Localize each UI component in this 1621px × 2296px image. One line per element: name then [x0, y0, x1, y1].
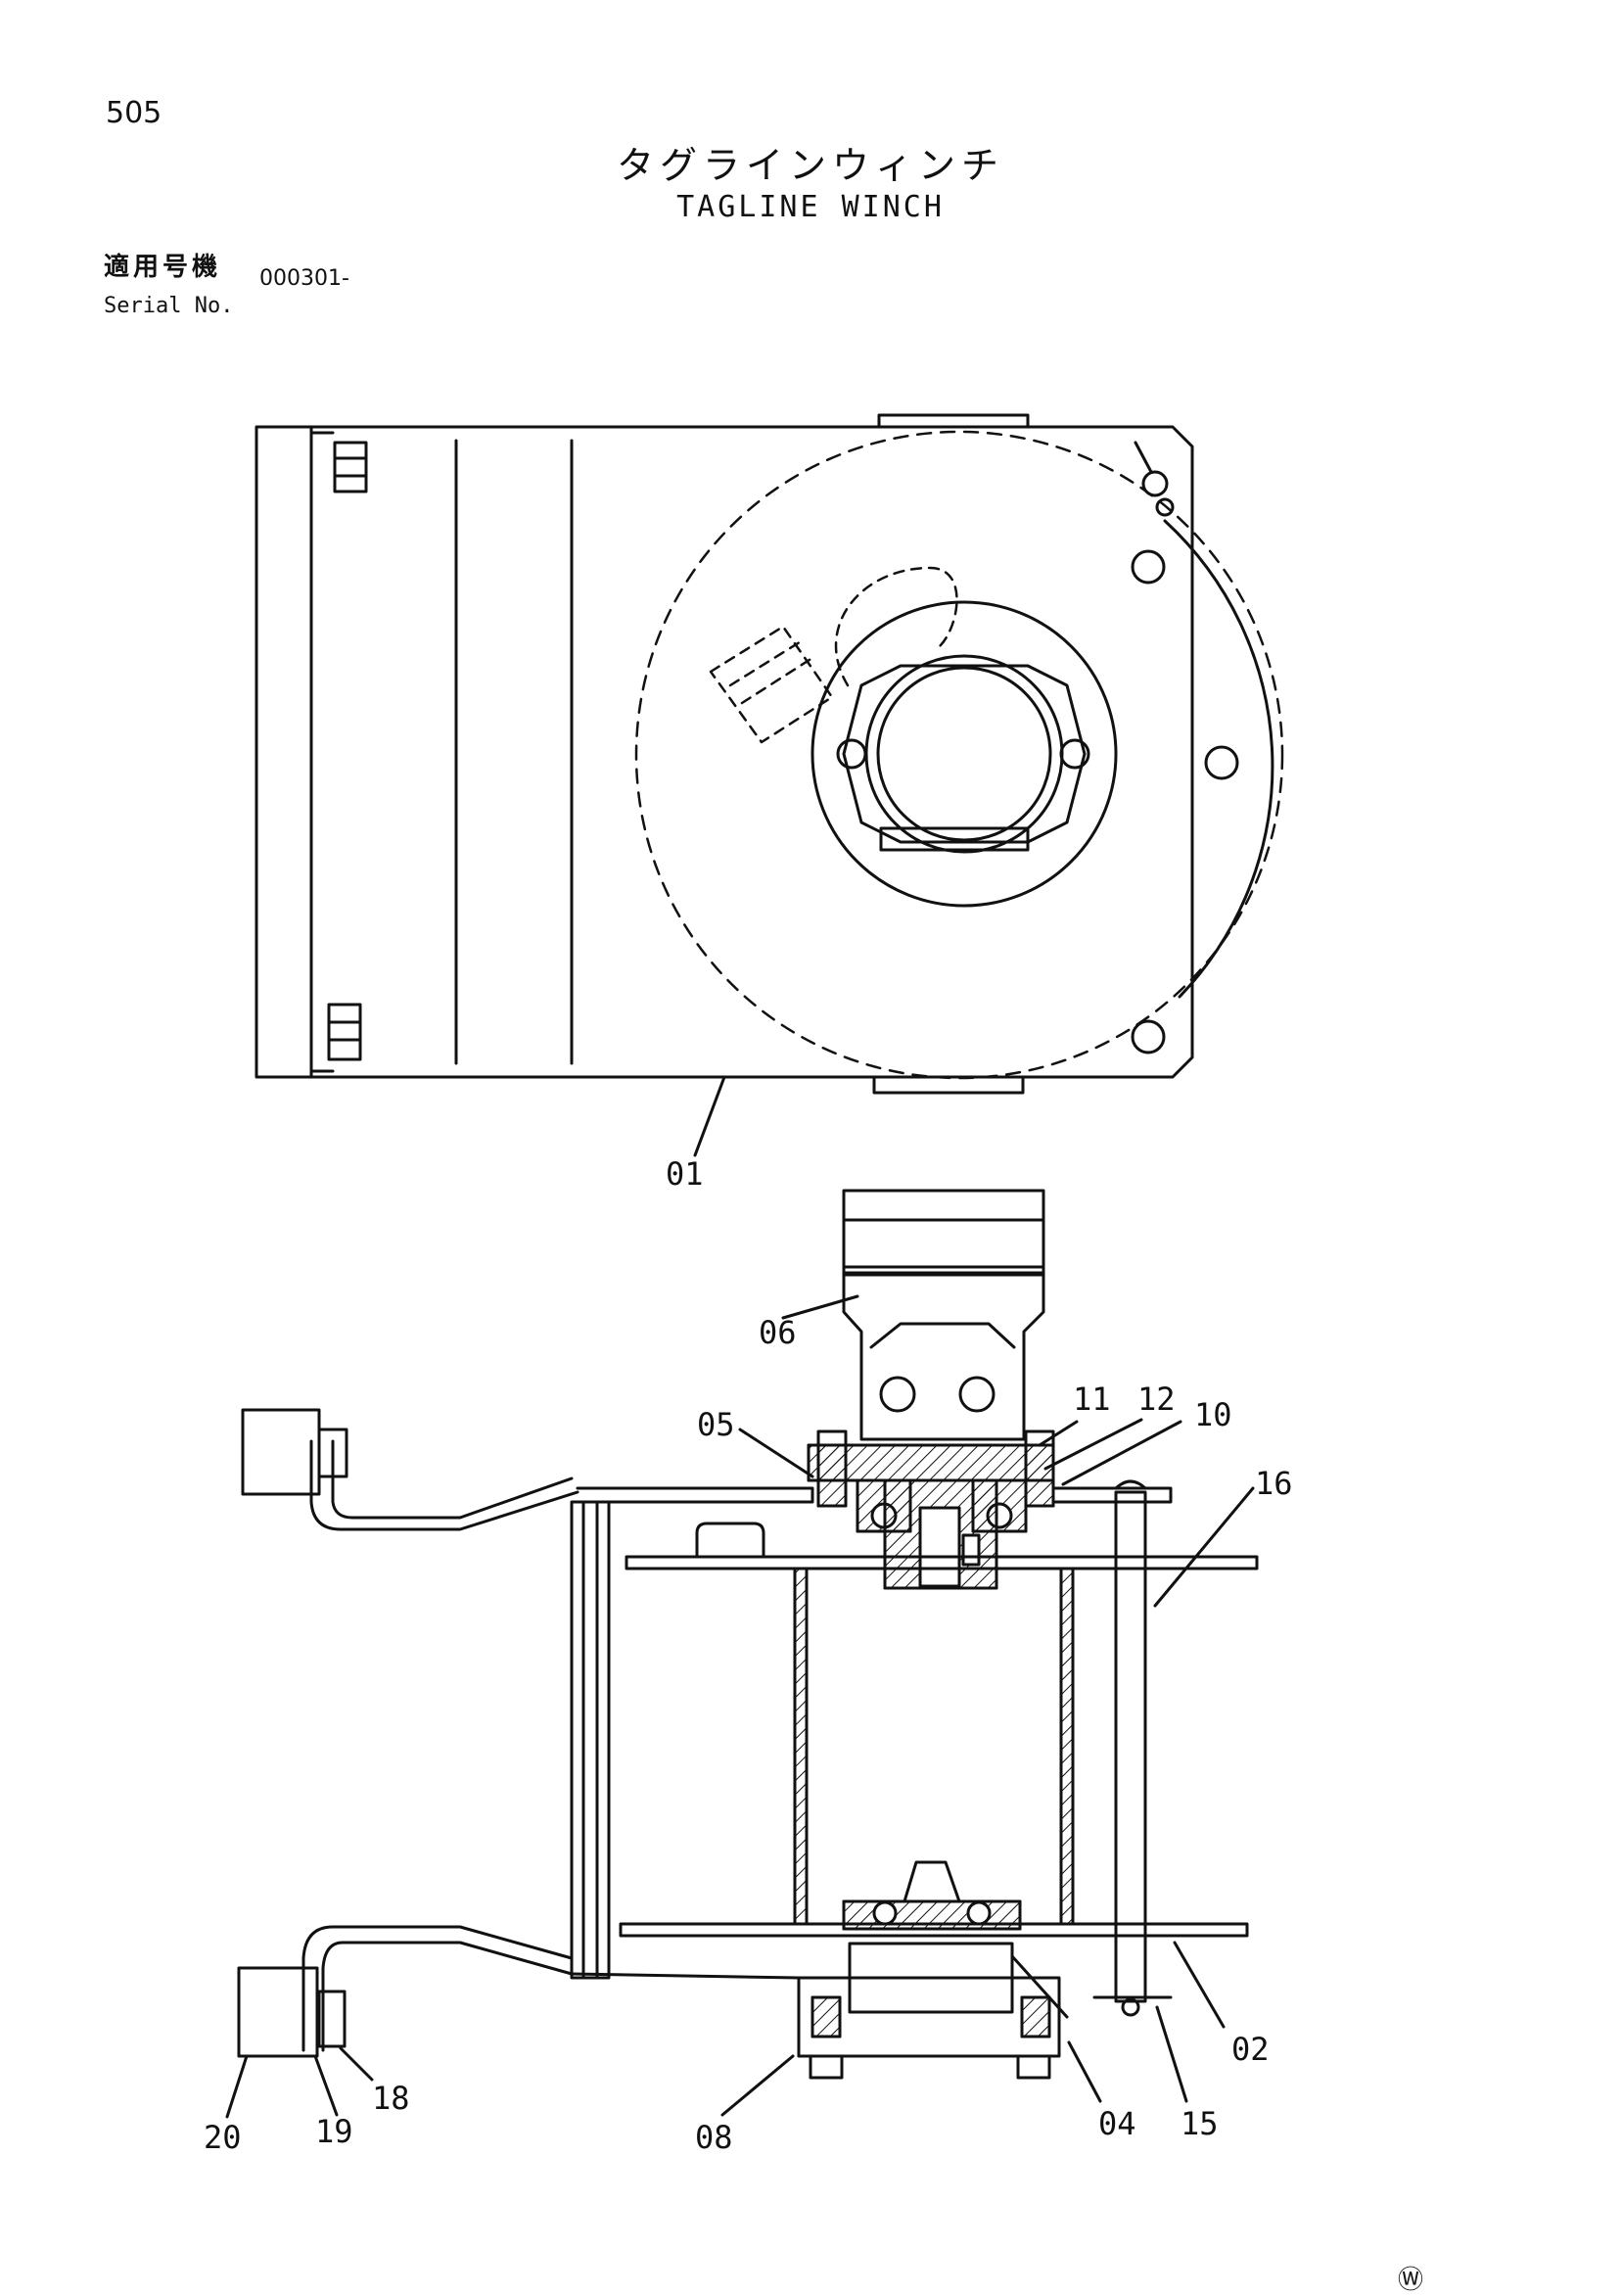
callout-12: 12 [1137, 1381, 1176, 1418]
lower-bracket [237, 1966, 319, 2058]
callout-11: 11 [1073, 1381, 1111, 1418]
drum-hidden-outline [634, 430, 1284, 1080]
callout-06: 06 [759, 1314, 797, 1351]
serial-label-english: Serial No. [104, 294, 234, 318]
housing-plate [255, 425, 1194, 1079]
callout-01: 01 [666, 1155, 704, 1193]
hub-outer [810, 600, 1118, 908]
serial-label-japanese: 適用号機 [104, 253, 222, 282]
upper-bracket [241, 1408, 321, 1496]
callout-10: 10 [1194, 1396, 1232, 1433]
bolt-icon [333, 441, 368, 493]
mounting-hole [1204, 745, 1239, 780]
callout-08: 08 [695, 2119, 733, 2156]
serial-number-value: 000301- [259, 266, 349, 291]
title-japanese: タグラインウィンチ [616, 144, 1004, 187]
page-number: 505 [106, 96, 162, 130]
top-view [255, 413, 1284, 1157]
title-english: TAGLINE WINCH [676, 190, 945, 224]
motor-mount [842, 1273, 1045, 1441]
callout-05: 05 [697, 1406, 735, 1443]
bolt-icon [327, 1003, 362, 1061]
mounting-hole [1131, 1019, 1166, 1054]
callout-19: 19 [315, 2113, 353, 2150]
corner-mark: Ⓦ [1398, 2266, 1424, 2295]
motor-body [842, 1189, 1045, 1277]
callout-15: 15 [1181, 2105, 1219, 2142]
drum-flange-outline [1163, 519, 1274, 999]
section-view [225, 1189, 1259, 2119]
callout-18: 18 [372, 2080, 410, 2117]
clip-pin-icon [1134, 441, 1175, 517]
callout-20: 20 [204, 2119, 242, 2156]
callout-04: 04 [1098, 2105, 1136, 2142]
callout-16: 16 [1255, 1465, 1293, 1502]
callout-02: 02 [1231, 2031, 1270, 2068]
mounting-hole [1131, 549, 1166, 585]
